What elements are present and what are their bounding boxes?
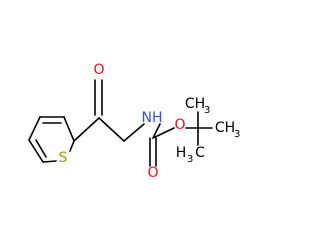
- atom-label-layer: O S NH O O CH 3 CH 3 H 3 C: [59, 62, 241, 181]
- bond-c-to-ester-o: [152, 127, 175, 139]
- bond-thiophene-c4-c5: [28, 139, 44, 163]
- bond-thiophene-inner-left: [35, 139, 47, 158]
- sulfur-label: S: [59, 150, 68, 166]
- methyl-right-label: CH: [215, 120, 235, 136]
- carbamate-oxygen-label: O: [147, 165, 158, 181]
- bond-ring-to-carbonyl: [73, 117, 100, 142]
- bond-thiophene-s-c2: [69, 140, 75, 152]
- methyl-bottom-c-label: C: [195, 145, 205, 161]
- bond-thiophene-c2-c2: [63, 116, 75, 142]
- molecule-structure: O S NH O O CH 3 CH 3 H 3 C: [28, 62, 241, 181]
- bond-thiophene-c3-c4: [28, 116, 41, 141]
- bond-layer: [28, 79, 213, 167]
- methyl-top-label: CH: [185, 96, 205, 112]
- bond-ch2-to-nh: [123, 123, 145, 142]
- nitrogen-h-label: NH: [142, 110, 163, 126]
- bond-carbonyl-to-ch2: [98, 117, 125, 142]
- bond-thiophene-c5-s: [42, 160, 57, 163]
- methyl-bottom-subscript: 3: [187, 154, 193, 165]
- ketone-oxygen-label: O: [93, 62, 104, 78]
- methyl-bottom-h-label: H: [176, 145, 187, 161]
- ester-oxygen-label: O: [174, 117, 185, 133]
- methyl-right-subscript: 3: [234, 129, 240, 140]
- methyl-top-subscript: 3: [204, 105, 210, 116]
- bond-nh-to-c: [152, 123, 161, 139]
